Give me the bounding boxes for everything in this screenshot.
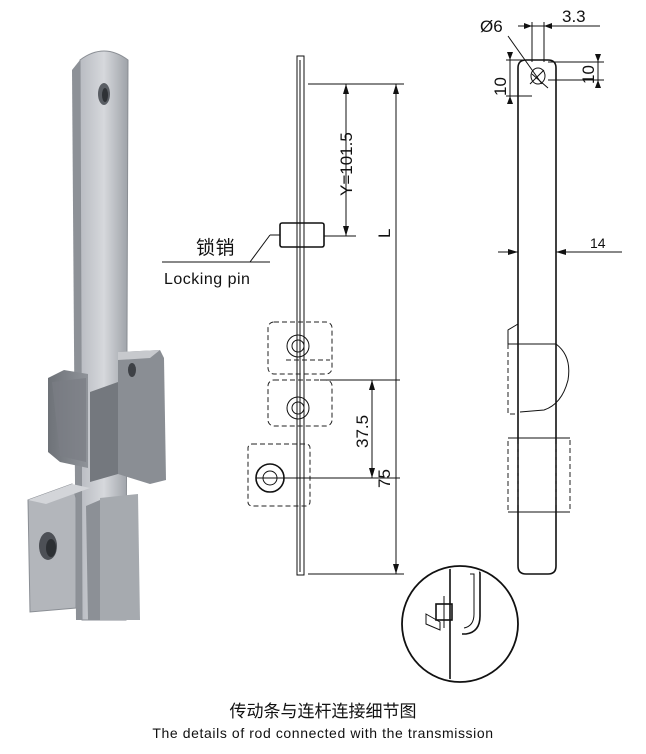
dim-y: Y=101.5 <box>337 132 356 196</box>
dim-l: L <box>375 229 394 238</box>
detail-circle <box>401 565 519 683</box>
dim-width-14: 14 <box>590 235 606 251</box>
locking-pin-label-en: Locking pin <box>164 271 250 288</box>
dim-height-10-right: 10 <box>579 65 598 84</box>
caption-en: The details of rod connected with the tr… <box>152 725 494 741</box>
dim-75: 75 <box>375 469 394 488</box>
side-elevation-view: Ø6 3.3 10 10 14 <box>480 7 622 575</box>
rod-3d-render <box>27 50 166 621</box>
dim-hole-dia: Ø6 <box>480 17 503 36</box>
locking-pin <box>279 222 325 248</box>
dim-height-10-left: 10 <box>491 77 510 96</box>
front-elevation-view: Y=101.5 L 37.5 75 锁销 Locking pin <box>162 55 404 576</box>
caption-cn: 传动条与连杆连接细节图 <box>229 702 417 722</box>
dim-slot-width: 3.3 <box>562 7 586 26</box>
dim-37-5: 37.5 <box>353 415 372 448</box>
locking-pin-label-cn: 锁销 <box>196 237 235 259</box>
